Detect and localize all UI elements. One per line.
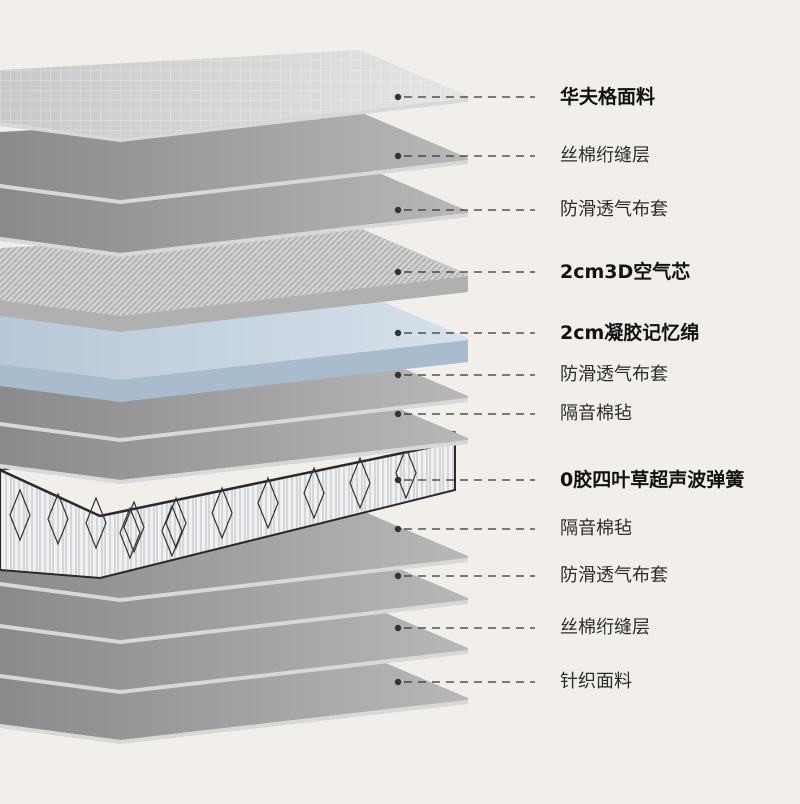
layer-label-anti-slip-2: 防滑透气布套 [560,364,668,385]
leader-dot [394,329,402,337]
leader-dot [394,624,402,632]
layer-label-gel-memory-foam: 2cm凝胶记忆绵 [560,322,700,344]
leader-dot [394,476,402,484]
layer-label-cotton-quilt-top: 丝棉绗缝层 [560,145,650,166]
leader-dot [394,152,402,160]
leader-dot [394,268,402,276]
layer-label-felt-2: 隔音棉毡 [560,518,632,539]
layer-label-felt-1: 隔音棉毡 [560,403,632,424]
layer-label-spring-unit: 0胶四叶草超声波弹簧 [560,469,745,491]
layer-label-knit-fabric: 针织面料 [560,671,632,692]
leader-dot [394,206,402,214]
layer-waffle-fabric [0,50,468,142]
layer-label-air-core: 2cm3D空气芯 [560,261,691,283]
leader-dot [394,678,402,686]
leader-dot [394,410,402,418]
layer-label-anti-slip-1: 防滑透气布套 [560,199,668,220]
layer-label-anti-slip-3: 防滑透气布套 [560,565,668,586]
layer-label-cotton-quilt-bottom: 丝棉绗缝层 [560,617,650,638]
leader-dot [394,371,402,379]
leader-dot [394,93,402,101]
leader-dot [394,572,402,580]
leader-dot [394,525,402,533]
layer-label-waffle-fabric: 华夫格面料 [560,86,656,108]
